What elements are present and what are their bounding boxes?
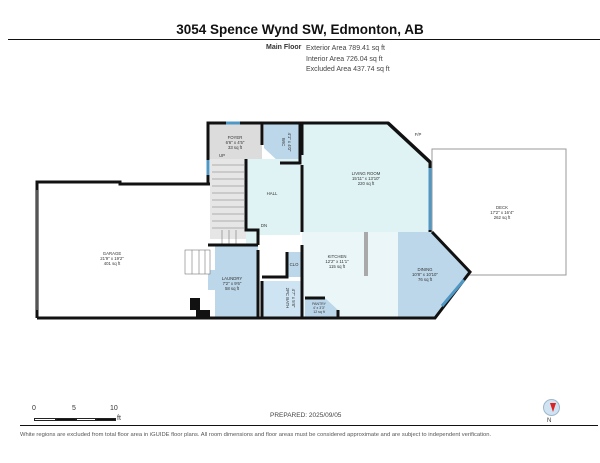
garage-name: GARAGE — [103, 251, 122, 256]
foyer-area-text: 33 sq ft — [228, 145, 243, 150]
wic-dims: 4'1" x 4'0" — [287, 133, 292, 152]
hall-name: HALL — [267, 191, 278, 196]
disclaimer-text: White regions are excluded from total fl… — [20, 432, 492, 438]
wic-name: WIC — [281, 138, 286, 146]
bath-area — [262, 281, 301, 318]
compass-north-label: N — [547, 418, 552, 424]
area-summary: Exterior Area 789.41 sq ft Interior Area… — [306, 44, 390, 76]
prepared-date: PREPARED: 2025/09/05 — [270, 412, 342, 419]
bath-name: 2PC BATH — [285, 288, 290, 309]
garage-area — [37, 182, 208, 318]
interior-area: Interior Area 726.04 sq ft — [306, 55, 383, 63]
pantry-area-text: 12 sq ft — [313, 310, 325, 314]
kitchen-island — [364, 232, 368, 276]
wic-area — [264, 123, 300, 163]
dining-area-text: 76 sq ft — [418, 277, 433, 282]
title-divider — [8, 39, 600, 40]
foyer-name: FOYER — [228, 135, 243, 140]
scale-unit: ft — [117, 415, 121, 422]
wall-block — [196, 310, 210, 318]
pantry-name: PANTRY — [312, 302, 327, 306]
deck-area-text: 262 sq ft — [494, 215, 511, 220]
deck-dims: 17'2" x 16'4" — [490, 210, 514, 215]
stairs-area — [210, 159, 246, 239]
kitchen-dims: 12'2" x 11'1" — [325, 259, 349, 264]
dn-label: DN — [261, 223, 267, 228]
laundry-area-text: 58 sq ft — [225, 286, 240, 291]
page-title: 3054 Spence Wynd SW, Edmonton, AB — [176, 22, 424, 37]
bath-dims: 4'7" x 5'8" — [291, 289, 296, 308]
laundry-name: LAUNDRY — [222, 276, 243, 281]
closet-area — [287, 252, 301, 277]
footer-divider — [20, 425, 598, 426]
laundry-dims: 7'2" x 9'6" — [223, 281, 242, 286]
laundry-area — [208, 245, 258, 318]
scale-segment — [76, 418, 96, 421]
living-dims: 15'11" x 13'10" — [352, 176, 381, 181]
fireplace-label: F/P — [415, 132, 422, 137]
windows — [206, 121, 466, 307]
compass-needle-icon — [550, 403, 556, 412]
scale-segment — [96, 418, 116, 421]
scale-tick-10: 10 — [110, 405, 118, 412]
garage-area-text: 401 sq ft — [104, 261, 121, 266]
exterior-area: Exterior Area 789.41 sq ft — [306, 45, 385, 52]
excluded-area: Excluded Area 437.74 sq ft — [306, 66, 390, 73]
closet-label: CLO — [290, 262, 299, 267]
living-area-text: 220 sq ft — [358, 181, 375, 186]
living-name: LIVING ROOM — [352, 171, 381, 176]
wall-block — [190, 298, 200, 310]
pantry-dims: 4' x 3'3" — [313, 306, 326, 310]
foyer-area — [208, 123, 262, 159]
stair-treads — [212, 164, 244, 245]
compass-icon — [543, 399, 560, 416]
up-label: UP — [219, 153, 225, 158]
deck-name: DECK — [496, 205, 508, 210]
scale-segment — [34, 418, 56, 421]
dining-name: DINING — [417, 267, 433, 272]
scale-tick-5: 5 — [72, 405, 76, 412]
kitchen-name: KITCHEN — [328, 254, 347, 259]
garage-stairs — [184, 249, 211, 275]
garage-dims: 21'9" x 19'2" — [100, 256, 124, 261]
scale-segment — [56, 418, 76, 421]
hall-area — [246, 159, 300, 245]
pantry-area — [305, 298, 338, 318]
scale-bar: 0 5 10 ft — [30, 405, 121, 425]
scale-tick-0: 0 — [32, 405, 36, 412]
living-room-area — [302, 123, 430, 232]
floor-label: Main Floor — [266, 44, 302, 51]
foyer-dims: 6'6" x 4'5" — [226, 140, 245, 145]
kitchen-area-text: 115 sq ft — [329, 264, 346, 269]
dining-dims: 10'8" x 10'10" — [412, 272, 438, 277]
